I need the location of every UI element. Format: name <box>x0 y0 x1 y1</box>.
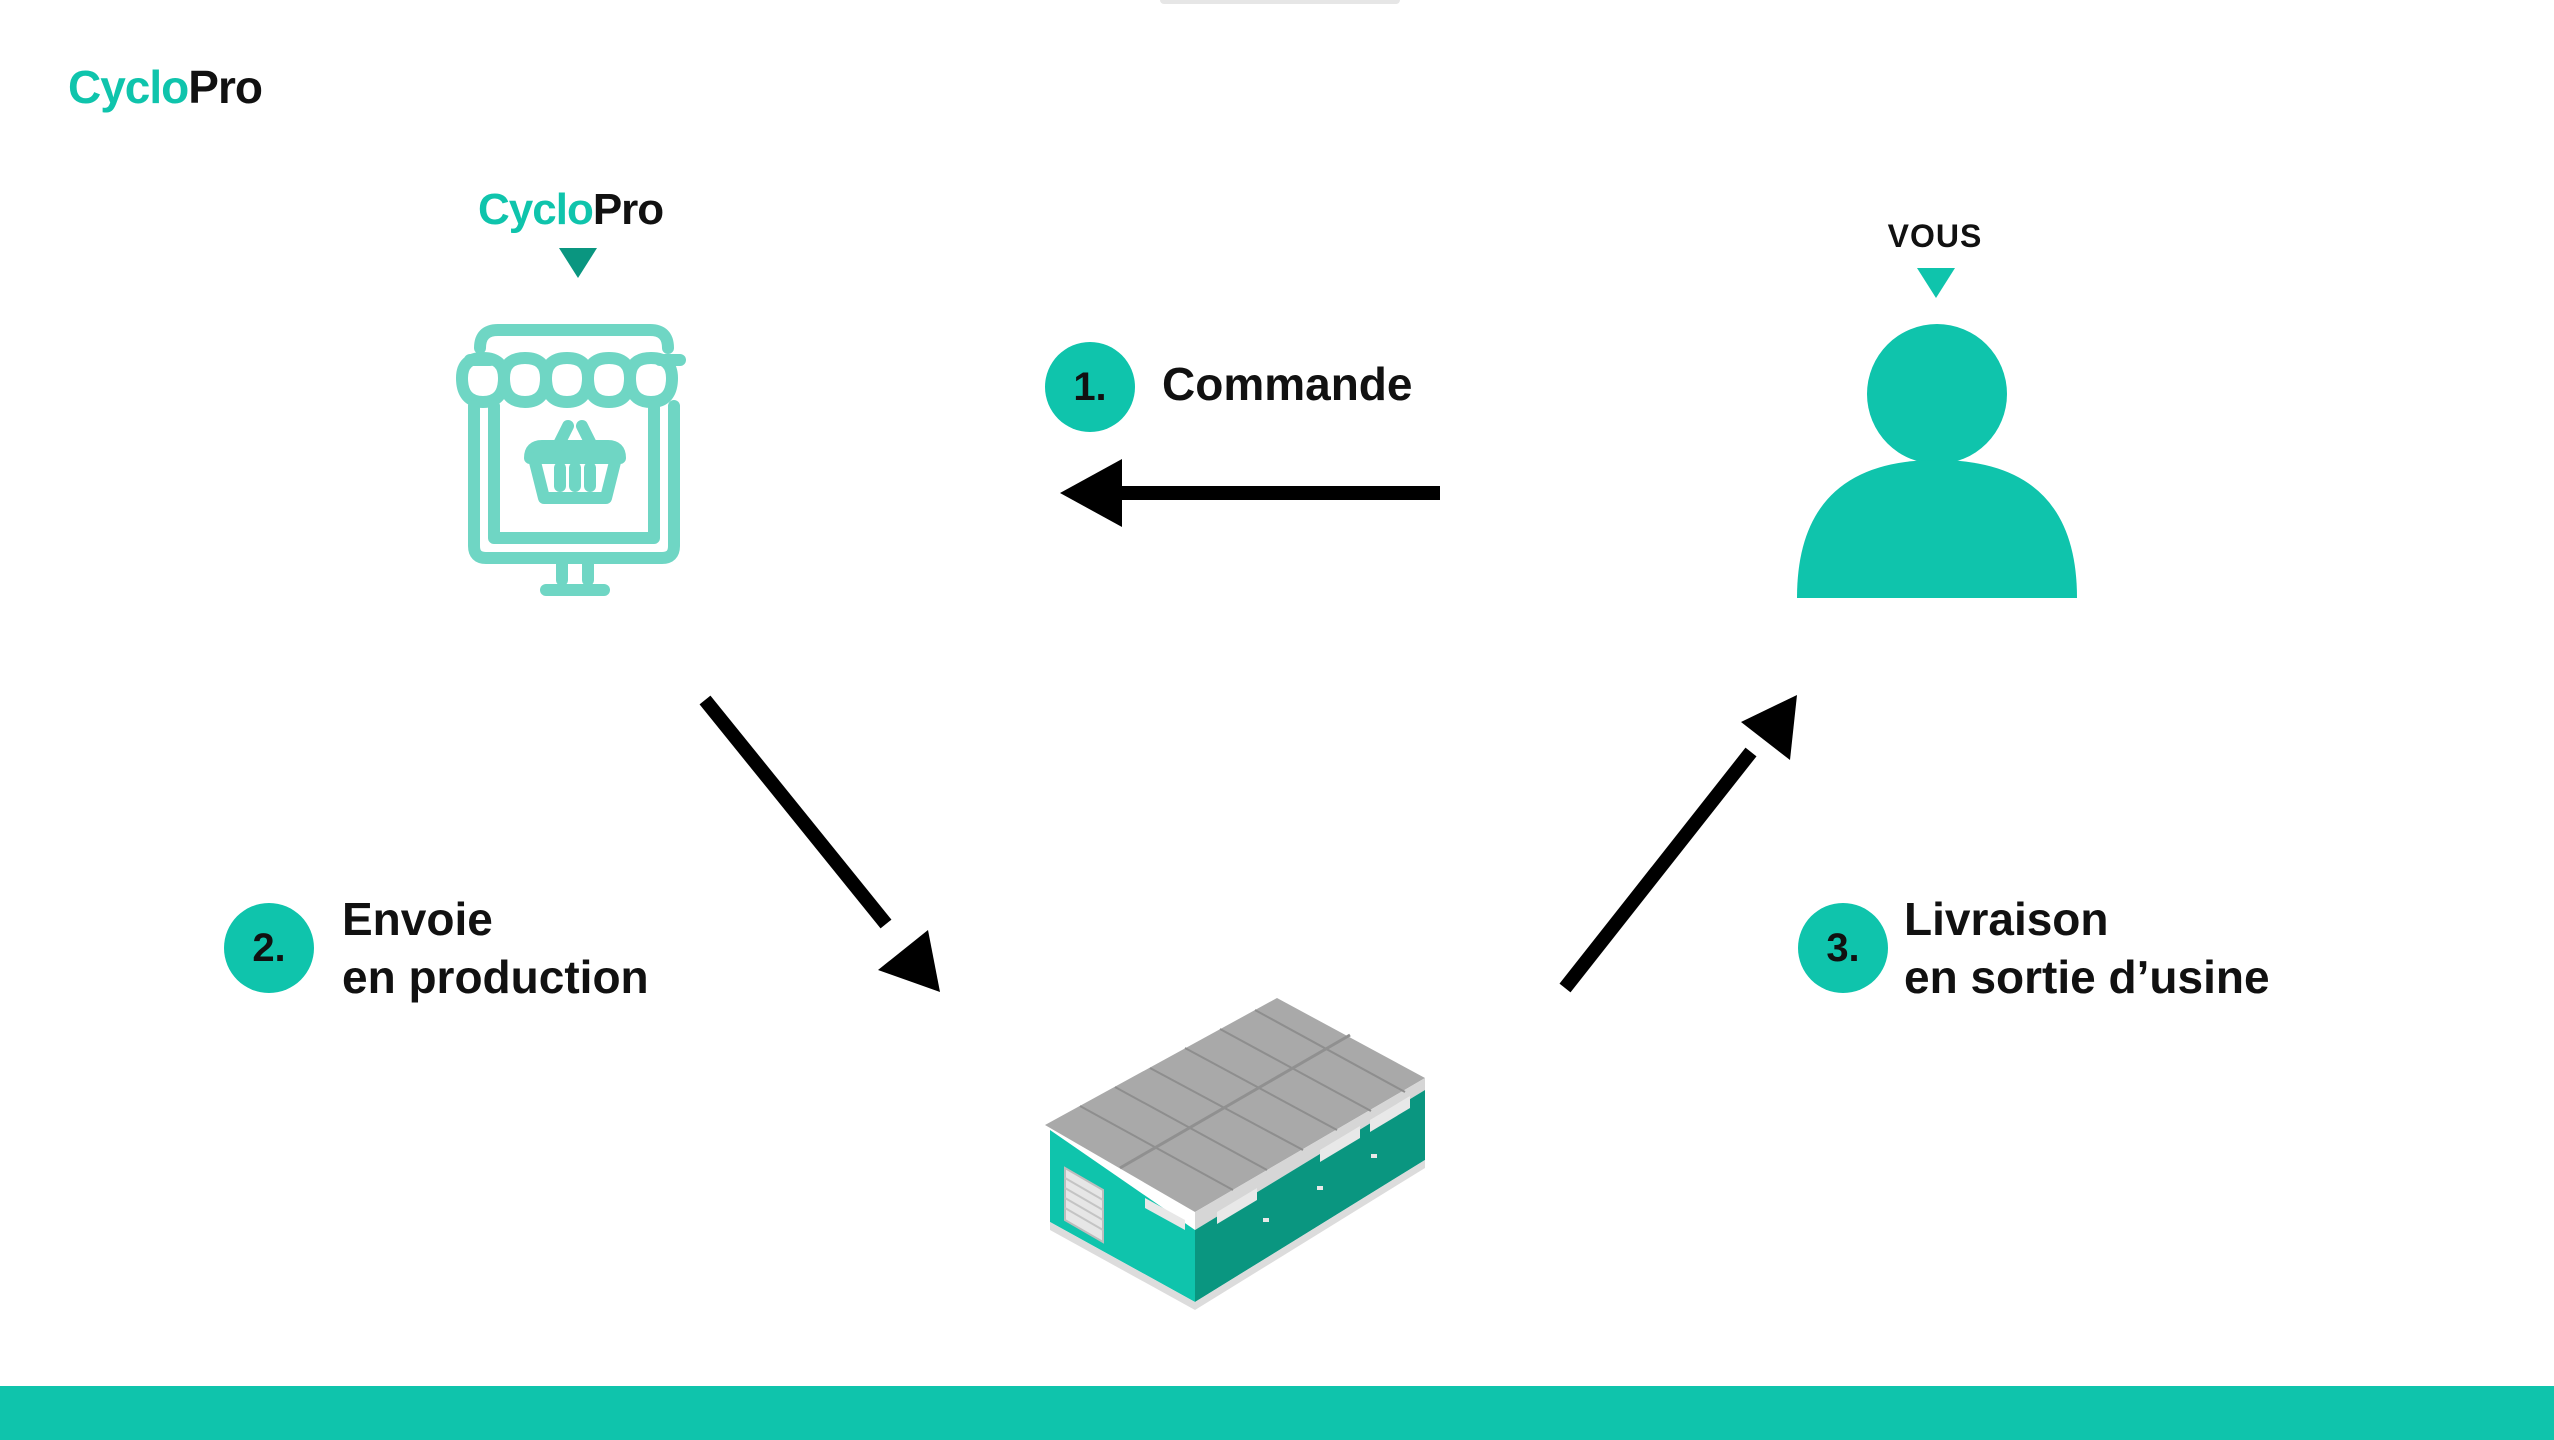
vous-label: VOUS <box>1887 218 1983 254</box>
vous-pointer-icon <box>1917 268 1955 298</box>
top-tab-indicator <box>1160 0 1400 4</box>
step-1-line1: Commande <box>1162 358 1413 410</box>
factory-building-icon <box>1045 998 1425 1310</box>
step-2-label: Envoie en production <box>342 890 649 1006</box>
online-shop-icon <box>456 324 686 596</box>
step-2-badge: 2. <box>224 903 314 993</box>
step-3-line1: Livraison <box>1904 893 2109 945</box>
step-3-badge: 3. <box>1798 903 1888 993</box>
step-2-line1: Envoie <box>342 893 493 945</box>
step-2-line2: en production <box>342 951 649 1003</box>
shop-logo: CycloPro <box>478 185 664 235</box>
arrow-to-customer <box>1559 695 1797 993</box>
step-1-label: Commande <box>1162 355 1412 413</box>
step-3-label: Livraison en sortie d’usine <box>1904 890 2270 1006</box>
shop-pointer-icon <box>559 248 597 278</box>
step-3-line2: en sortie d’usine <box>1904 951 2270 1003</box>
person-icon <box>1797 324 2077 598</box>
logo-part-pro: Pro <box>188 61 263 113</box>
arrow-to-factory <box>699 695 940 992</box>
shop-logo-part-cyclo: Cyclo <box>478 185 594 234</box>
arrow-commande <box>1060 459 1440 527</box>
footer-bar <box>0 1386 2554 1440</box>
cyclopro-logo: CycloPro <box>68 60 263 114</box>
shop-logo-part-pro: Pro <box>592 185 664 234</box>
step-1-badge: 1. <box>1045 342 1135 432</box>
logo-part-cyclo: Cyclo <box>68 61 189 113</box>
